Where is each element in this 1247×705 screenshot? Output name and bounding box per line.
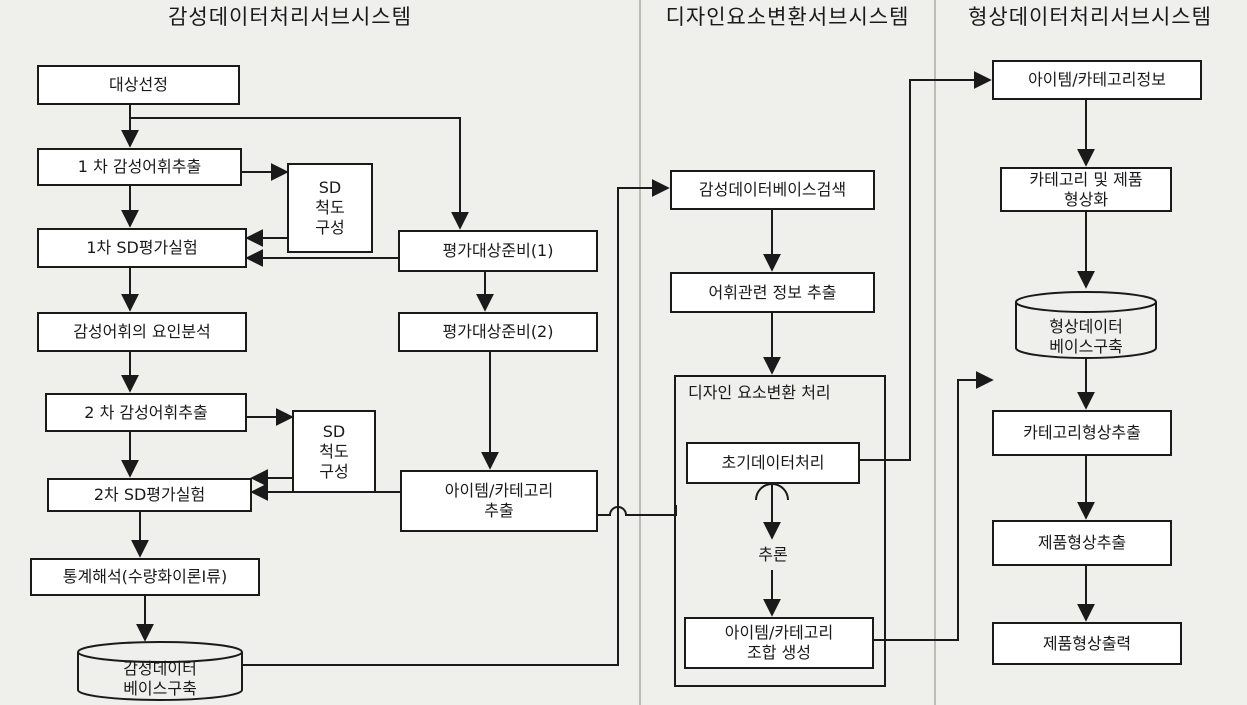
design-conversion-title: 디자인 요소변환 처리: [688, 383, 831, 402]
vocab-info-extract-box: 어휘관련 정보 추출: [670, 272, 875, 313]
design-conversion-section: [674, 375, 886, 687]
category-product-shaping-box: 카테고리 및 제품 형상화: [1000, 167, 1172, 212]
item-category-extract-box: 아이템/카테고리 추출: [400, 470, 598, 532]
emotion-db-cylinder: [77, 641, 243, 701]
first-vocab-extract-box: 1 차 감성어휘추출: [37, 148, 242, 186]
second-sd-experiment-box: 2차 SD평가실험: [47, 478, 252, 512]
emotion-db-search-box: 감성데이터베이스검색: [670, 170, 875, 210]
product-shape-output-box: 제품형상출력: [992, 622, 1182, 665]
first-sd-experiment-box: 1차 SD평가실험: [37, 228, 247, 268]
item-category-info-box: 아이템/카테고리정보: [992, 60, 1202, 100]
eval-prep-2-box: 평가대상준비(2): [398, 312, 598, 352]
emotion-subsystem-header: 감성데이터처리서브시스템: [168, 5, 412, 29]
statistical-analysis-box: 통계해석(수량화이론I류): [30, 558, 260, 596]
arrow-emotion-db-to-search: [242, 179, 670, 666]
sd-scale-box-1: SD 척도 구성: [287, 163, 373, 253]
shape-db-label: 형상데이터 베이스구축: [1049, 317, 1123, 356]
item-category-combination-box: 아이템/카테고리 조합 생성: [684, 617, 874, 669]
sd-scale-box-2: SD 척도 구성: [292, 410, 376, 493]
eval-prep-1-box: 평가대상준비(1): [398, 230, 598, 272]
arrow-target-to-eval-prep: [130, 117, 469, 230]
emotion-db-label: 감성데이터 베이스구축: [123, 659, 197, 698]
category-shape-extract-box: 카테고리형상추출: [992, 410, 1172, 456]
arrow-combination-to-category-shape: [874, 371, 994, 641]
second-vocab-extract-box: 2 차 감성어휘추출: [45, 393, 247, 432]
inference-box: 추론: [758, 545, 788, 564]
shape-subsystem-header: 형상데이터처리서브시스템: [968, 5, 1212, 29]
arrow-item-category-to-initial-data: [598, 505, 677, 516]
initial-data-processing-box: 초기데이터처리: [686, 442, 860, 484]
junction-bump: [755, 483, 789, 501]
factor-analysis-box: 감성어휘의 요인분석: [37, 312, 247, 352]
design-subsystem-header: 디자인요소변환서브시스템: [665, 5, 910, 29]
target-selection-box: 대상선정: [37, 65, 240, 105]
product-shape-extract-box: 제품형상추출: [992, 520, 1172, 566]
